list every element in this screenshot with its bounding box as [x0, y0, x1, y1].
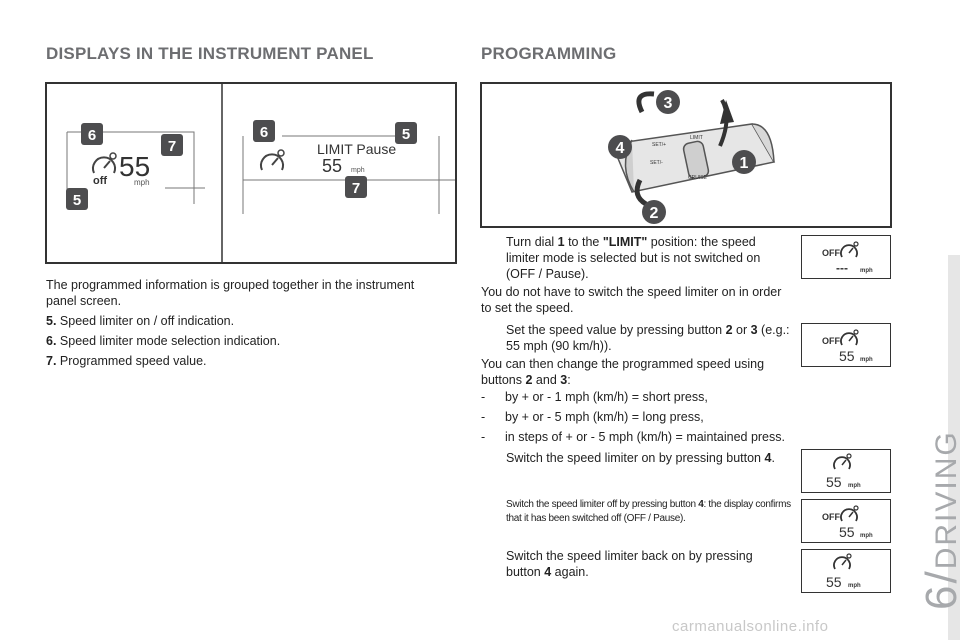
stalk-figure: SET/+ SET/- LIMIT CRUISE 3 4 1 2 [480, 82, 892, 228]
off-label: OFF [822, 248, 840, 258]
svg-text:5: 5 [73, 192, 81, 209]
watermark: carmanualsonline.info [672, 618, 829, 635]
panel2-unit: mph [351, 167, 365, 174]
speedometer-icon [840, 505, 859, 522]
instrument-panel-illustration: 55 off mph LIMIT Pause 55 mph 6 7 [66, 84, 455, 262]
callout-5: 5 [395, 122, 417, 144]
panel2-speed: 55 [322, 156, 342, 176]
stalk-label-cruise: CRUISE [688, 175, 708, 181]
left-heading: DISPLAYS IN THE INSTRUMENT PANEL [46, 44, 374, 63]
unit-label: mph [860, 268, 873, 274]
callout-3: 3 [656, 90, 680, 114]
stalk-label-limit: LIMIT [690, 135, 703, 141]
svg-text:2: 2 [650, 205, 659, 222]
display-thumbnail: OFF 55 mph [801, 499, 891, 543]
svg-text:6: 6 [260, 124, 268, 141]
panel2-mode: LIMIT Pause [317, 141, 396, 157]
panel1-speed: 55 [119, 151, 150, 182]
speed-value: 55 [826, 574, 842, 590]
off-label: OFF [822, 336, 840, 346]
right-heading: PROGRAMMING [481, 44, 617, 63]
speed-limiter-stalk-illustration: SET/+ SET/- LIMIT CRUISE 3 4 1 2 [608, 90, 776, 224]
display-thumbnail: OFF --- mph [801, 235, 891, 279]
panel1-display: 55 off mph [66, 131, 205, 204]
list-item: 6. Speed limiter mode selection indicati… [46, 334, 281, 348]
unit-label: mph [848, 483, 861, 489]
svg-text:5: 5 [402, 126, 410, 143]
list-item: 5. Speed limiter on / off indication. [46, 314, 235, 328]
callout-4: 4 [608, 135, 632, 159]
panel1-unit: mph [134, 178, 150, 187]
callout-2: 2 [642, 200, 666, 224]
speed-value: 55 [839, 524, 855, 540]
intro-text: The programmed information is grouped to… [46, 278, 415, 308]
speedometer-icon [92, 152, 117, 174]
stalk-label-set-plus: SET/+ [652, 142, 666, 148]
left-body: The programmed information is grouped to… [46, 277, 436, 373]
svg-text:6: 6 [88, 127, 96, 144]
speed-value: --- [836, 261, 848, 275]
chapter-number: 6 [917, 584, 960, 610]
speed-value: 55 [826, 474, 842, 490]
unit-label: mph [860, 533, 873, 539]
chapter-title: DRIVING [930, 430, 960, 570]
speedometer-icon [840, 329, 859, 346]
instrument-panel-figure: 55 off mph LIMIT Pause 55 mph 6 7 [45, 82, 457, 264]
callout-7: 7 [161, 134, 183, 156]
chapter-tab [948, 255, 960, 640]
paragraph: You do not have to switch the speed limi… [481, 285, 782, 315]
chapter-separator: / [917, 569, 960, 583]
speedometer-icon [833, 553, 852, 570]
speedometer-icon [833, 453, 852, 470]
off-label: OFF [822, 512, 840, 522]
callout-5: 5 [66, 188, 88, 210]
callout-7: 7 [345, 176, 367, 198]
svg-text:1: 1 [740, 155, 749, 172]
panel1-status: off [93, 175, 107, 187]
callout-1: 1 [732, 150, 756, 174]
display-thumbnail: OFF 55 mph [801, 323, 891, 367]
panel2-display: LIMIT Pause 55 mph [242, 135, 455, 214]
svg-text:7: 7 [352, 180, 360, 197]
stalk-label-set-minus: SET/- [650, 160, 663, 166]
svg-text:4: 4 [616, 140, 625, 157]
paragraph: You can then change the programmed speed… [481, 357, 765, 387]
list-item: 7. Programmed speed value. [46, 354, 207, 368]
svg-text:3: 3 [664, 95, 673, 112]
callout-6: 6 [253, 120, 275, 142]
callout-6: 6 [81, 123, 103, 145]
speedometer-icon [840, 241, 859, 258]
chapter-label: 6/DRIVING [917, 430, 960, 610]
display-thumbnail: 55 mph [801, 549, 891, 593]
unit-label: mph [860, 357, 873, 363]
unit-label: mph [848, 583, 861, 589]
speedometer-icon [260, 149, 285, 171]
speed-value: 55 [839, 348, 855, 364]
svg-text:7: 7 [168, 138, 176, 155]
display-thumbnail: 55 mph [801, 449, 891, 493]
